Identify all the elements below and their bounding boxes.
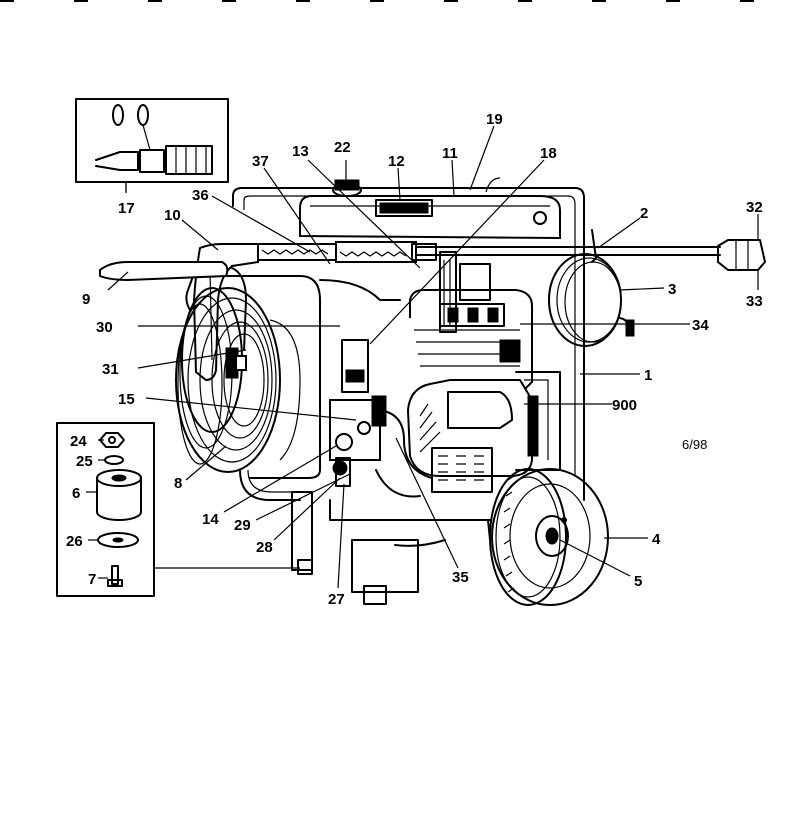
pump-assembly [319,279,433,498]
label-28: 28 [256,539,273,556]
wheel [489,468,609,606]
label-2: 2 [640,205,648,222]
label-9: 9 [82,291,90,308]
isolator-inset [56,422,300,597]
label-1: 1 [644,367,652,384]
high-pressure-hose [548,253,635,347]
spray-gun [99,243,259,382]
label-900: 900 [612,397,637,414]
label-7: 7 [88,571,96,588]
leader-lines [86,125,759,589]
label-25: 25 [76,453,93,470]
label-10: 10 [164,207,181,224]
label-5: 5 [634,573,642,590]
label-36: 36 [192,187,209,204]
label-3: 3 [668,281,676,298]
label-17: 17 [118,200,135,217]
label-11: 11 [442,145,458,162]
part-labels: 17 10 9 30 31 15 8 14 29 28 27 35 36 37 … [66,111,763,608]
label-31: 31 [102,361,119,378]
spray-wand [257,229,766,271]
label-24: 24 [70,433,87,450]
frame [232,187,585,605]
label-14: 14 [202,511,219,528]
label-26: 26 [66,533,83,550]
hose-reel [175,275,321,479]
coupler-inset [75,98,229,192]
label-27: 27 [328,591,345,608]
label-29: 29 [234,517,251,534]
label-35: 35 [452,569,469,586]
label-33: 33 [746,293,763,310]
label-15: 15 [118,391,135,408]
label-13: 13 [292,143,309,160]
engine [406,251,561,493]
fuel-tank [299,177,561,240]
label-18: 18 [540,145,557,162]
label-37: 37 [252,153,269,170]
label-8: 8 [174,475,182,492]
label-19: 19 [486,111,503,128]
label-34: 34 [692,317,709,334]
label-30: 30 [96,319,113,336]
label-6: 6 [72,485,80,502]
label-4: 4 [652,531,661,548]
label-12: 12 [388,153,405,170]
date-code: 6/98 [682,437,707,452]
label-32: 32 [746,199,763,216]
label-22: 22 [334,139,351,156]
